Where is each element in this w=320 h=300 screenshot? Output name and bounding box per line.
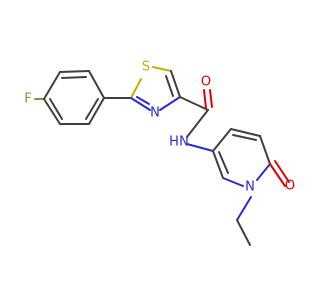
bond: [88, 97, 105, 125]
bond: [230, 128, 261, 137]
pyridone-ring: [212, 128, 290, 246]
bond-pyridone-c-o: [269, 163, 286, 187]
double-bond-inner: [61, 76, 87, 79]
bond-n1-c2: [222, 177, 244, 187]
bond: [43, 71, 61, 100]
bond-n-ethyl: [236, 196, 252, 221]
bond-n3-c2: [130, 97, 151, 111]
bond: [59, 70, 90, 73]
double-bond-inner: [218, 151, 229, 174]
double-bond-inner: [232, 134, 257, 141]
bond: [88, 70, 105, 99]
fluorophenyl-ring: [34, 70, 105, 125]
double-bond-carbonyl-o: [209, 89, 213, 108]
bond-n-pyridone: [186, 143, 214, 152]
bond-c4-carbonyl: [179, 96, 209, 111]
bond-c4-n3: [159, 96, 181, 111]
atom-label-pyridone-oxygen: O: [285, 179, 295, 194]
atom-label-carbonyl-oxygen: O: [201, 75, 211, 90]
carboxamide-group: [179, 89, 214, 152]
bond: [212, 128, 232, 152]
double-bond-inner: [85, 98, 99, 120]
double-bond-pyridone-c-o: [274, 160, 290, 183]
bond-c6-n1: [256, 163, 271, 181]
atom-label-sulfur: S: [142, 60, 150, 75]
bond: [43, 98, 61, 125]
atom-label-amide-h: H: [169, 135, 179, 150]
atom-label-pyridone-nitrogen: N: [245, 180, 255, 195]
bond-ethyl: [236, 219, 251, 246]
bond: [259, 135, 271, 165]
thiazole-ring: [130, 66, 181, 111]
molecule-structure: F S N O H N N O: [24, 60, 295, 246]
bond-c2-s: [130, 78, 142, 99]
bond-carbonyl-o: [203, 89, 207, 109]
bond-s-c5: [152, 66, 172, 72]
double-bond-c5-c4-inner: [165, 75, 174, 97]
double-bond-n3-c2-inner: [136, 96, 150, 105]
bond-c5-c4: [170, 70, 181, 98]
atom-label-thiazole-nitrogen: N: [150, 106, 160, 121]
double-bond-inner: [49, 98, 63, 120]
atom-label-fluorine: F: [24, 92, 31, 107]
bond: [212, 150, 224, 179]
bond-carbonyl-n: [186, 109, 209, 138]
atom-label-amide-nitrogen: N: [179, 135, 189, 150]
